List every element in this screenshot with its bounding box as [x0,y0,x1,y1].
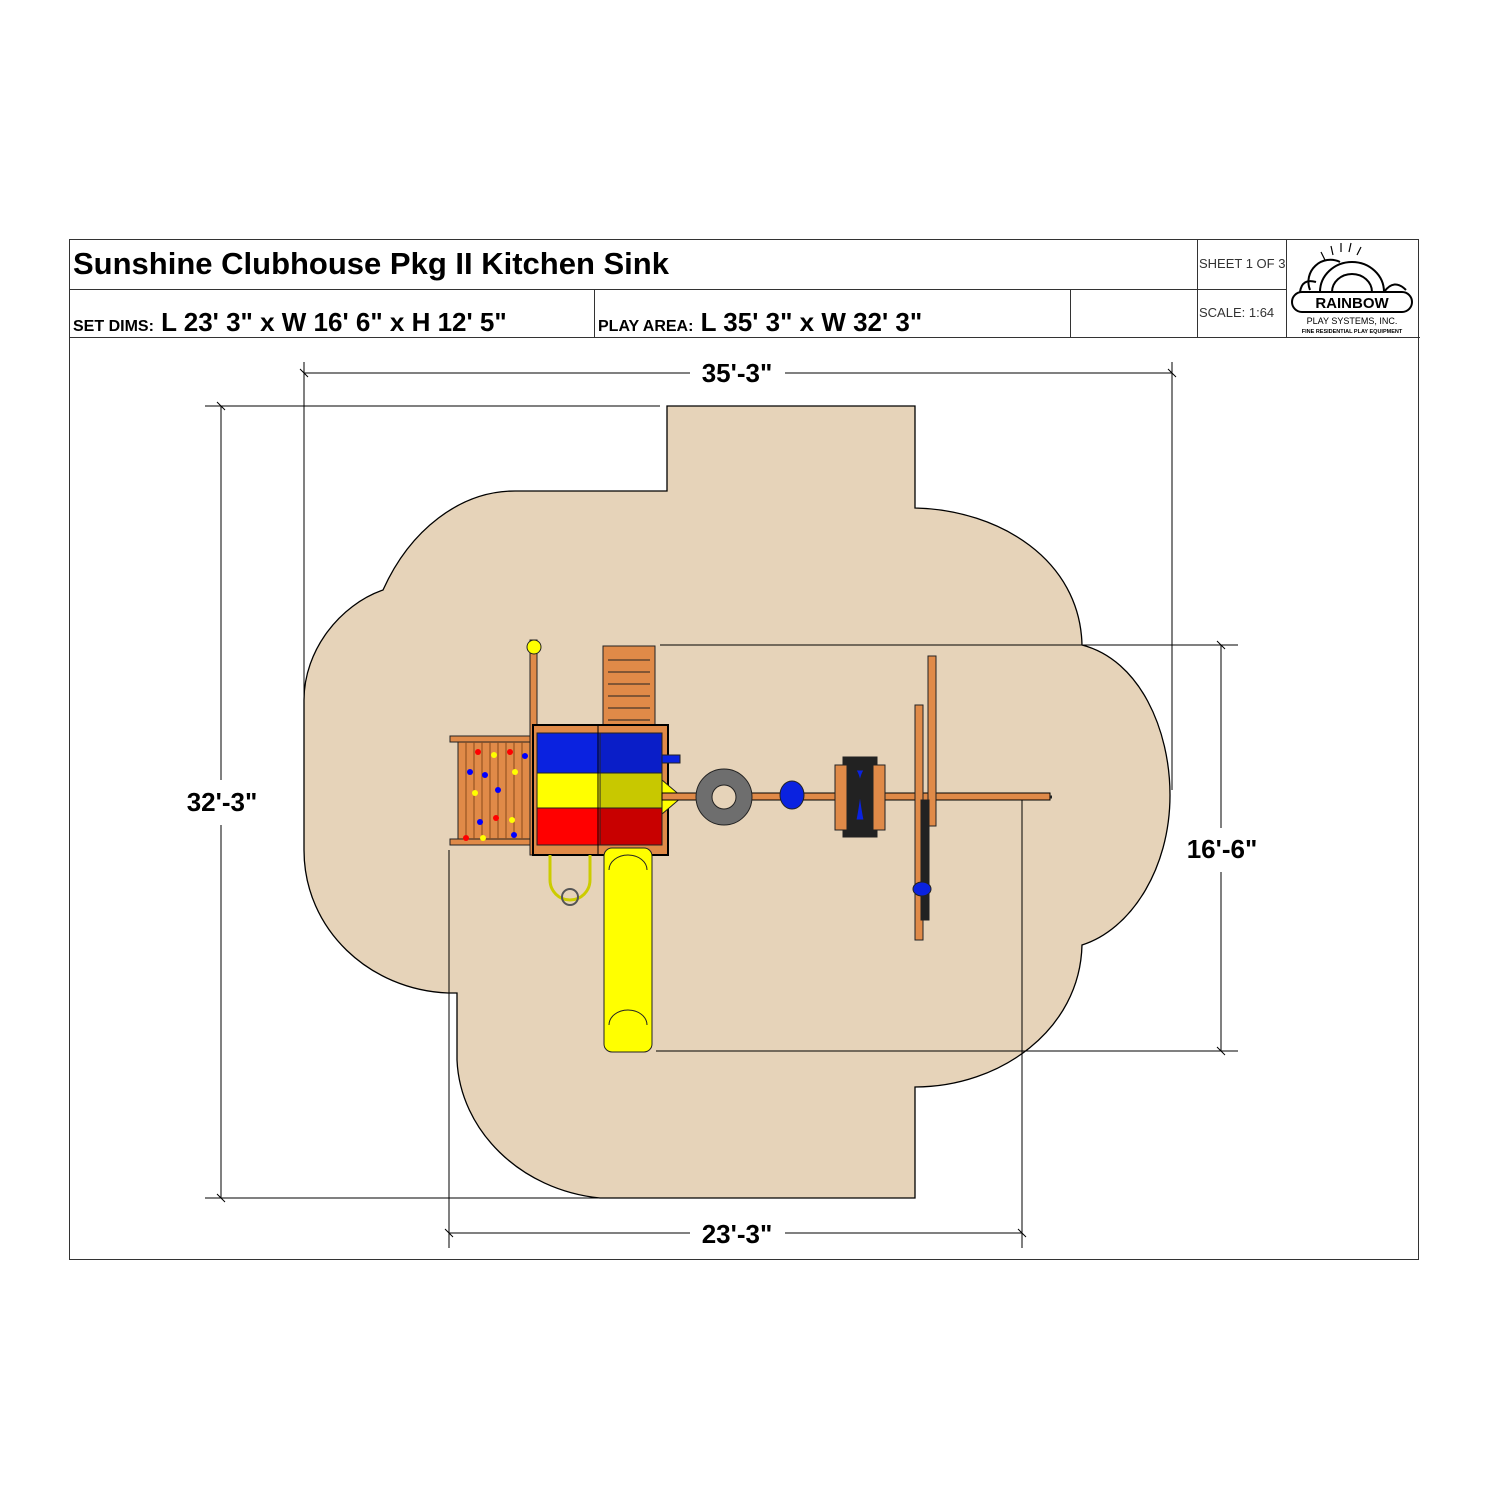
swing-arm [912,655,937,941]
playset [449,639,1052,1053]
drawing-frame: Sunshine Clubhouse Pkg II Kitchen Sink S… [69,239,1420,1260]
svg-text:FINE RESIDENTIAL PLAY EQUIPMEN: FINE RESIDENTIAL PLAY EQUIPMENT [1302,329,1403,335]
rainbow-logo: RAINBOW PLAY SYSTEMS, INC. FINE RESIDENT… [1291,242,1413,335]
climbing-wall [449,735,534,846]
set-dims-label: SET DIMS: [73,318,154,335]
dimension-lines [205,362,1238,1248]
belt-swing [779,780,805,810]
steering-wheel [526,639,542,655]
divider [70,337,1420,338]
slide [603,847,653,1053]
glider [834,756,886,838]
dim-play-width: 32'-3" [187,787,258,817]
dim-set-length: 23'-3" [702,1219,773,1249]
play-area-value: L 35' 3" x W 32' 3" [700,307,923,337]
dim-set-width: 16'-6" [1187,834,1258,864]
set-dims-value: L 23' 3" x W 16' 6" x H 12' 5" [161,307,507,337]
svg-text:PLAY SYSTEMS, INC.: PLAY SYSTEMS, INC. [1307,316,1398,326]
sheet-number: SHEET 1 OF 3 [1197,240,1287,290]
sheet-title: Sunshine Clubhouse Pkg II Kitchen Sink [70,240,1198,290]
play-area-label: PLAY AREA: [598,318,694,335]
clubhouse [532,724,681,856]
swing-handle [548,855,592,902]
tire-swing [695,768,753,826]
ladder [602,645,656,727]
svg-text:RAINBOW: RAINBOW [1315,295,1389,312]
dim-play-length: 35'-3" [702,358,773,388]
play-area: PLAY AREA: L 35' 3" x W 32' 3" [594,289,1071,338]
